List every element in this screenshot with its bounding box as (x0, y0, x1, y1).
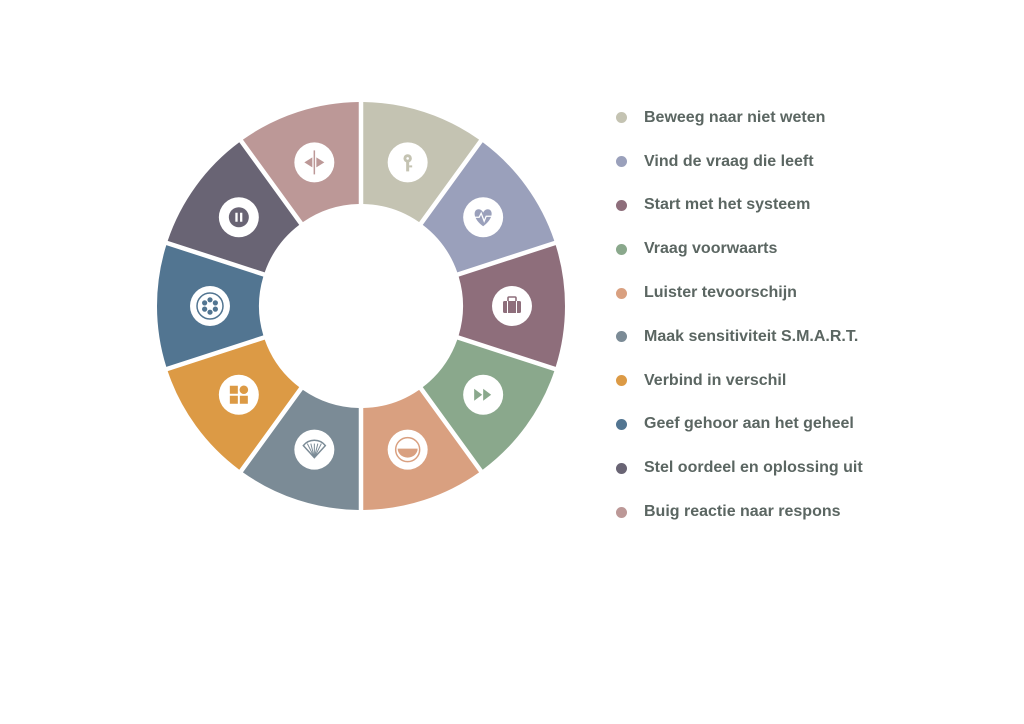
split-arrows-icon (294, 142, 335, 183)
legend-item: Luister tevoorschijn (614, 271, 863, 315)
legend-dot (616, 243, 627, 255)
legend-label: Geef gehoor aan het geheel (644, 415, 854, 433)
legend-dot (616, 156, 627, 168)
legend-item: Verbind in verschil (614, 359, 863, 403)
legend-dot (616, 462, 627, 474)
key-icon (387, 142, 428, 183)
legend-dot (616, 199, 627, 211)
legend-item: Maak sensitiviteit S.M.A.R.T. (614, 315, 863, 359)
legend-dot (616, 418, 627, 430)
pause-icon (218, 197, 259, 238)
legend-item: Stel oordeel en oplossing uit (614, 446, 863, 490)
legend-label: Luister tevoorschijn (644, 284, 797, 302)
legend-label: Stel oordeel en oplossing uit (644, 459, 863, 477)
legend-item: Start met het systeem (614, 184, 863, 228)
legend-item: Beweeg naar niet weten (614, 96, 863, 140)
film-reel-icon (190, 286, 230, 326)
legend-item: Buig reactie naar respons (614, 490, 863, 534)
legend-dot (616, 331, 627, 343)
legend-label: Maak sensitiviteit S.M.A.R.T. (644, 327, 859, 345)
briefcase-icon (492, 286, 532, 326)
legend-label: Vraag voorwaarts (644, 240, 778, 258)
legend-dot (616, 287, 627, 299)
legend-label: Buig reactie naar respons (644, 503, 841, 521)
legend-label: Vind de vraag die leeft (644, 152, 814, 170)
heart-pulse-icon (463, 197, 504, 238)
legend-label: Verbind in verschil (644, 371, 787, 389)
fast-forward-icon (463, 374, 504, 415)
legend-item: Geef gehoor aan het geheel (614, 403, 863, 447)
legend-label: Start met het systeem (644, 196, 811, 214)
legend-label: Beweeg naar niet weten (644, 108, 826, 126)
legend-item: Vind de vraag die leeft (614, 140, 863, 184)
legend-dot (616, 112, 627, 124)
bowl-icon (387, 429, 428, 470)
legend-dot (616, 506, 627, 518)
fan-icon (294, 429, 335, 470)
legend-dot (616, 375, 627, 387)
legend-item: Vraag voorwaarts (614, 227, 863, 271)
shapes-icon (218, 374, 259, 415)
